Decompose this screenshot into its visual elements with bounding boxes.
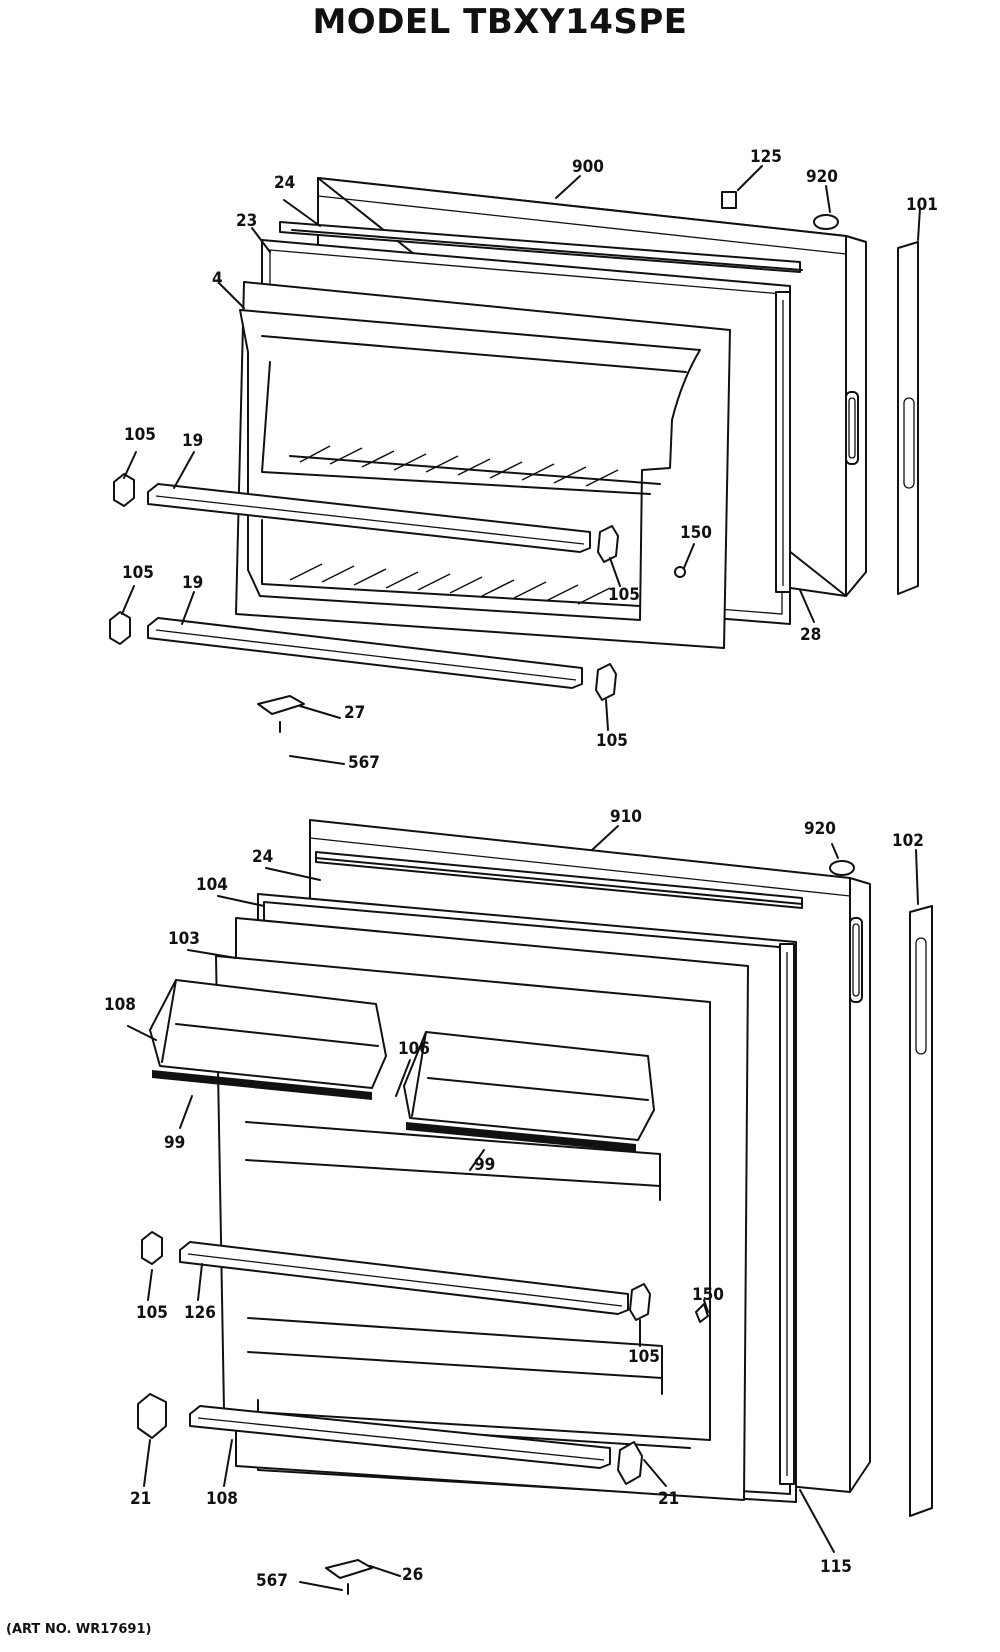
part-label: 99 <box>164 1133 185 1153</box>
shelf-bar-upper <box>147 483 591 553</box>
part-label: 23 <box>236 211 257 231</box>
dairy-bin-right <box>403 1031 655 1152</box>
part-label: 150 <box>692 1285 724 1305</box>
part-label: 102 <box>892 831 924 851</box>
part-label: 125 <box>750 147 782 167</box>
part-label: 104 <box>196 875 228 895</box>
part-label: 105 <box>596 731 628 751</box>
hinge-bracket <box>257 695 305 715</box>
leader-lines <box>121 165 921 1591</box>
part-label: 920 <box>804 819 836 839</box>
part-label: 21 <box>658 1489 679 1509</box>
part-label: 108 <box>206 1489 238 1509</box>
part-label: 24 <box>274 173 295 193</box>
part-label: 19 <box>182 431 203 451</box>
part-label: 99 <box>474 1155 495 1175</box>
door-handle <box>897 241 919 595</box>
shelf-bar-upper <box>179 1241 629 1315</box>
fastener <box>674 566 686 578</box>
part-label: 150 <box>680 523 712 543</box>
part-label: 105 <box>628 1347 660 1367</box>
fastener <box>695 1303 709 1323</box>
part-label: 19 <box>182 573 203 593</box>
part-label: 115 <box>820 1557 852 1577</box>
bar-end-cap <box>109 473 619 701</box>
hinge-bracket <box>325 1559 373 1579</box>
part-label: 26 <box>402 1565 423 1585</box>
inner-door-liner <box>235 281 731 649</box>
part-label: 567 <box>256 1571 288 1591</box>
part-labels-bottom: 910 920 102 24 104 103 108 106 99 99 105… <box>104 807 924 1591</box>
part-label: 567 <box>348 753 380 773</box>
stop-block <box>721 191 737 209</box>
part-label: 105 <box>608 585 640 605</box>
part-label: 105 <box>124 425 156 445</box>
hinge-plug <box>829 860 855 876</box>
part-label: 126 <box>184 1303 216 1323</box>
dairy-bin-left <box>149 979 387 1100</box>
shelf-bar-lower <box>147 617 583 689</box>
part-label: 106 <box>398 1039 430 1059</box>
art-number: (ART NO. WR17691) <box>6 1622 152 1637</box>
part-label: 27 <box>344 703 365 723</box>
part-label: 24 <box>252 847 273 867</box>
bar-end-cap <box>137 1231 651 1485</box>
part-label: 103 <box>168 929 200 949</box>
page-title: MODEL TBXY14SPE <box>312 2 688 42</box>
part-label: 101 <box>906 195 938 215</box>
fresh-food-door-assembly <box>137 819 933 1595</box>
part-label: 21 <box>130 1489 151 1509</box>
part-label: 920 <box>806 167 838 187</box>
part-label: 105 <box>136 1303 168 1323</box>
door-handle <box>909 905 933 1517</box>
part-label: 28 <box>800 625 821 645</box>
part-labels-top: 900 125 920 24 23 4 101 105 19 105 19 15… <box>122 147 938 773</box>
part-label: 108 <box>104 995 136 1015</box>
liner-shelf-ribs <box>289 445 619 605</box>
part-label: 900 <box>572 157 604 177</box>
shelf-bar-lower <box>189 1405 611 1469</box>
part-label: 105 <box>122 563 154 583</box>
freezer-door-assembly <box>109 177 919 733</box>
part-label: 4 <box>212 269 223 289</box>
part-label: 910 <box>610 807 642 827</box>
hinge-plug <box>813 214 839 230</box>
